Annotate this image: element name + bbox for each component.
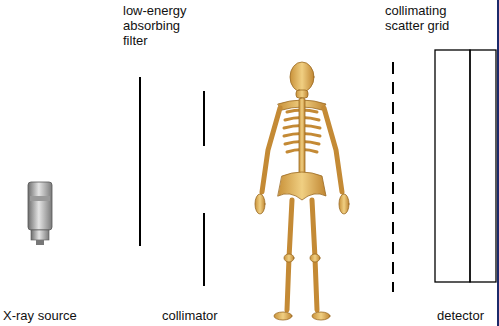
collimator-jaw <box>203 213 205 286</box>
collimator-jaw <box>203 91 205 146</box>
source-label: X-ray source <box>3 308 113 323</box>
detector-layer <box>435 50 470 282</box>
detector-layer <box>470 50 496 282</box>
detector-label: detector <box>437 308 497 323</box>
skeleton <box>255 62 349 320</box>
grid-label: collimating scatter grid <box>385 3 470 33</box>
filter-plate <box>139 77 141 246</box>
filter-label: low-energy absorbing filter <box>123 3 205 48</box>
xray-tube <box>28 182 52 245</box>
collimator-label: collimator <box>162 308 252 323</box>
scatter-grid <box>392 62 394 292</box>
